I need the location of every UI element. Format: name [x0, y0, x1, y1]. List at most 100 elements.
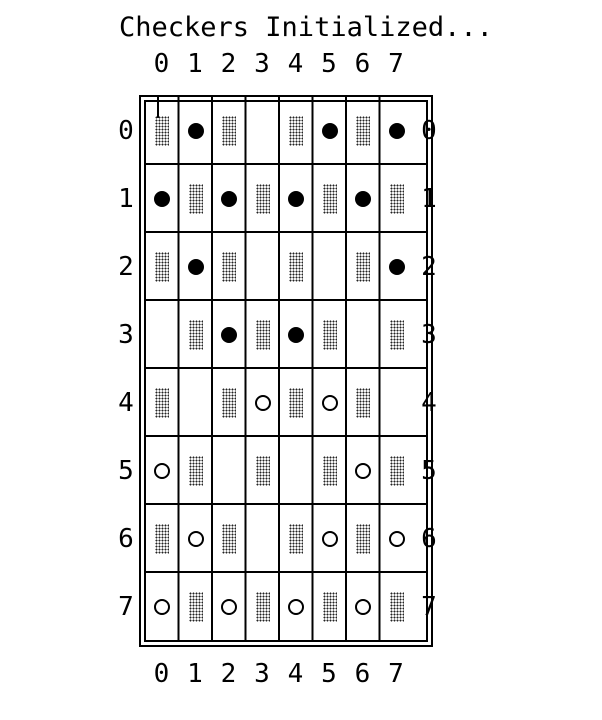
board-cell-1-6[interactable] — [346, 165, 380, 233]
board-cell-2-2[interactable] — [212, 233, 246, 301]
bottom-col-label-1: 1 — [187, 659, 203, 689]
board-cell-3-4[interactable] — [279, 301, 313, 369]
board-cell-5-1[interactable] — [179, 437, 213, 505]
board-cell-5-3[interactable] — [246, 437, 280, 505]
board-cell-0-5[interactable] — [313, 97, 347, 165]
board-cell-2-5[interactable] — [313, 233, 347, 301]
board-cell-6-4[interactable] — [279, 505, 313, 573]
top-col-label-5: 5 — [321, 49, 337, 79]
board-cell-3-1[interactable] — [179, 301, 213, 369]
board-cell-6-7[interactable] — [380, 505, 414, 573]
dark-square-pattern — [255, 592, 270, 622]
board-cell-4-7[interactable] — [380, 369, 414, 437]
board-cell-5-6[interactable] — [346, 437, 380, 505]
board-cell-3-6[interactable] — [346, 301, 380, 369]
board-cell-7-0[interactable] — [145, 573, 179, 641]
board-cell-5-5[interactable] — [313, 437, 347, 505]
board-cell-6-6[interactable] — [346, 505, 380, 573]
white-piece-icon[interactable] — [288, 599, 304, 615]
board-cell-0-3[interactable] — [246, 97, 280, 165]
board-cell-7-5[interactable] — [313, 573, 347, 641]
board-cell-5-7[interactable] — [380, 437, 414, 505]
board-cell-0-2[interactable] — [212, 97, 246, 165]
white-piece-icon[interactable] — [187, 531, 204, 547]
board-cell-7-1[interactable] — [179, 573, 213, 641]
board-cell-7-3[interactable] — [246, 573, 280, 641]
board-cell-2-3[interactable] — [246, 233, 280, 301]
white-piece-icon[interactable] — [355, 599, 371, 615]
black-piece-icon[interactable] — [355, 191, 371, 207]
board-cell-2-1[interactable] — [179, 233, 213, 301]
board-cell-7-4[interactable] — [279, 573, 313, 641]
board-cell-2-7[interactable] — [380, 233, 414, 301]
board-cell-7-6[interactable] — [346, 573, 380, 641]
dark-square-pattern — [389, 184, 404, 214]
dark-square-pattern — [322, 456, 337, 486]
white-piece-icon[interactable] — [221, 599, 237, 615]
board-cell-7-7[interactable] — [380, 573, 414, 641]
board-cell-1-5[interactable] — [313, 165, 347, 233]
board-cell-4-4[interactable] — [279, 369, 313, 437]
white-piece-icon[interactable] — [254, 395, 271, 411]
board-cell-7-2[interactable] — [212, 573, 246, 641]
board-cell-1-4[interactable] — [279, 165, 313, 233]
board-cell-1-0[interactable] — [145, 165, 179, 233]
white-piece-icon[interactable] — [321, 395, 338, 411]
board-cell-6-1[interactable] — [179, 505, 213, 573]
board-cell-4-2[interactable] — [212, 369, 246, 437]
board-cell-1-1[interactable] — [179, 165, 213, 233]
board-cell-3-3[interactable] — [246, 301, 280, 369]
board-cell-5-4[interactable] — [279, 437, 313, 505]
board-cell-4-1[interactable] — [179, 369, 213, 437]
board-cell-0-6[interactable] — [346, 97, 380, 165]
white-piece-icon[interactable] — [321, 531, 338, 547]
board-cell-4-3[interactable] — [246, 369, 280, 437]
board-cell-2-6[interactable] — [346, 233, 380, 301]
black-piece-icon[interactable] — [288, 191, 304, 207]
board-cell-0-0[interactable] — [145, 97, 179, 165]
dark-square-pattern — [289, 388, 303, 418]
board-cell-6-3[interactable] — [246, 505, 280, 573]
board-cell-0-4[interactable] — [279, 97, 313, 165]
board-cell-6-0[interactable] — [145, 505, 179, 573]
board-cell-3-2[interactable] — [212, 301, 246, 369]
black-piece-icon[interactable] — [288, 327, 304, 343]
dark-square-pattern — [289, 116, 303, 146]
board-cell-2-4[interactable] — [279, 233, 313, 301]
black-piece-icon[interactable] — [221, 327, 237, 343]
board-cell-0-7[interactable] — [380, 97, 414, 165]
board-cell-4-6[interactable] — [346, 369, 380, 437]
dark-square-pattern — [389, 456, 404, 486]
white-piece-icon[interactable] — [154, 599, 170, 615]
board-cell-1-3[interactable] — [246, 165, 280, 233]
black-piece-icon[interactable] — [187, 259, 204, 275]
black-piece-icon[interactable] — [154, 191, 170, 207]
bottom-col-label-4: 4 — [287, 659, 304, 689]
board-cell-3-5[interactable] — [313, 301, 347, 369]
board-cell-3-0[interactable] — [145, 301, 179, 369]
black-piece-icon[interactable] — [187, 123, 204, 139]
black-piece-icon[interactable] — [321, 123, 338, 139]
board-cell-3-7[interactable] — [380, 301, 414, 369]
board-cell-5-2[interactable] — [212, 437, 246, 505]
board-cell-1-7[interactable] — [380, 165, 414, 233]
white-piece-icon[interactable] — [388, 531, 405, 547]
board-cell-1-2[interactable] — [212, 165, 246, 233]
board-cell-2-0[interactable] — [145, 233, 179, 301]
dark-square-pattern — [356, 252, 370, 282]
bottom-col-label-7: 7 — [388, 659, 404, 689]
board-cell-6-2[interactable] — [212, 505, 246, 573]
black-piece-icon[interactable] — [388, 123, 405, 139]
board-cell-4-5[interactable] — [313, 369, 347, 437]
top-col-label-3: 3 — [254, 49, 270, 79]
board-cell-4-0[interactable] — [145, 369, 179, 437]
board-cell-5-0[interactable] — [145, 437, 179, 505]
black-piece-icon[interactable] — [221, 191, 237, 207]
status-title: Checkers Initialized... — [119, 12, 493, 43]
board-cell-6-5[interactable] — [313, 505, 347, 573]
board-cell-0-1[interactable] — [179, 97, 213, 165]
black-piece-icon[interactable] — [388, 259, 405, 275]
white-piece-icon[interactable] — [355, 463, 371, 479]
top-col-label-2: 2 — [220, 49, 237, 79]
white-piece-icon[interactable] — [154, 463, 170, 479]
